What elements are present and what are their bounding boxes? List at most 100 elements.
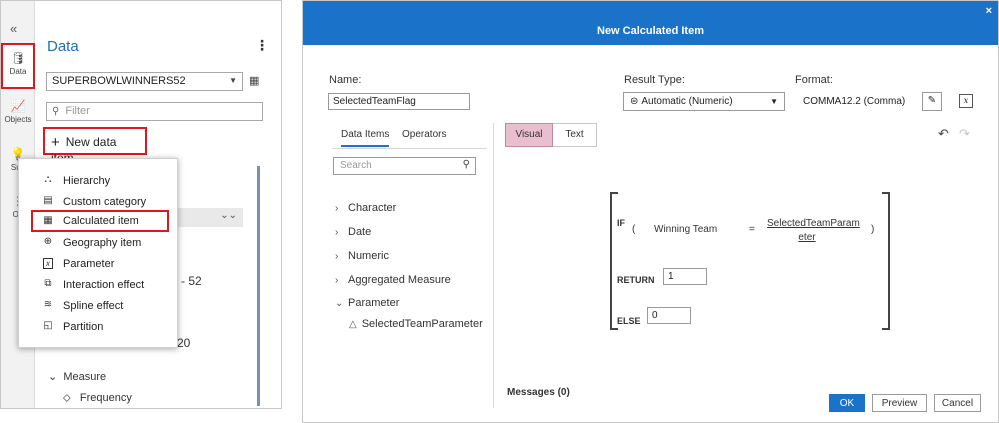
chevron-down-icon: ⌄ (48, 371, 58, 383)
new-data-item-menu: ⛬ Hierarchy ▤ Custom category ▦ Calculat… (18, 158, 178, 348)
chevron-down-icon: ⌄ (335, 298, 344, 309)
return-keyword: RETURN (617, 275, 655, 285)
datasource-options-icon[interactable]: ▦ (249, 75, 260, 87)
kebab-menu-icon[interactable]: ⋮ (255, 37, 269, 53)
filter-input[interactable]: ⚲ Filter (46, 102, 263, 121)
chevron-down-icon: ▼ (770, 97, 778, 106)
menu-item-partition[interactable]: ◱ Partition (19, 317, 179, 337)
menu-item-custom-category[interactable]: ▤ Custom category (19, 192, 179, 212)
new-calculated-item-dialog: New Calculated Item × Name: SelectedTeam… (302, 0, 999, 423)
search-input[interactable]: Search ⚲ (333, 157, 476, 175)
tree-item-label: Date (348, 226, 372, 238)
lightbulb-icon: 💡 (10, 147, 26, 161)
hierarchy-icon: ⛬ (44, 174, 52, 185)
chart-icon: 📈 (10, 99, 26, 113)
else-value-input[interactable]: 0 (647, 307, 691, 324)
tab-visual[interactable]: Visual (505, 123, 553, 147)
right-operand[interactable]: SelectedTeamParam eter (767, 217, 860, 245)
panel-title: Data (47, 38, 79, 55)
parameter-icon: x (43, 258, 53, 269)
equals-operator[interactable]: = (749, 224, 755, 235)
collapse-icon[interactable]: « (10, 21, 18, 36)
parameter-icon: △ (349, 319, 357, 330)
globe-icon: ⊕ (43, 236, 53, 247)
scrollbar[interactable] (257, 166, 260, 406)
close-paren: ) (871, 224, 875, 235)
tab-data-items[interactable]: Data Items (341, 129, 390, 147)
tree-item-date[interactable]: › Date (335, 226, 371, 238)
interaction-effect-icon: ⧉ (44, 278, 52, 289)
chevron-right-icon: › (335, 227, 339, 238)
calculator-icon: ▦ (43, 215, 53, 226)
menu-item-parameter[interactable]: x Parameter (19, 254, 179, 274)
name-input[interactable]: SelectedTeamFlag (328, 93, 470, 110)
tree-item-label: Parameter (348, 297, 400, 309)
tree-item-label: Numeric (348, 250, 389, 262)
result-type-value: Automatic (Numeric) (641, 96, 733, 107)
chevron-double-down-icon: ⌄⌄ (220, 210, 237, 221)
filter-placeholder: Filter (65, 105, 90, 117)
rail-item-label: Ou (13, 210, 24, 219)
data-pane: « 🛢 Data 📈 Objects 💡 Sug ⋮ Ou Data ⋮ SUP… (0, 0, 282, 409)
measure-group[interactable]: ⌄ Measure (48, 370, 106, 383)
rail-item-label: Data (9, 67, 27, 76)
datasource-select[interactable]: SUPERBOWLWINNERS52 ▼ (46, 72, 243, 91)
panel-divider (493, 123, 494, 408)
frequency-item[interactable]: ⬦ Frequency (63, 392, 132, 405)
result-type-label: Result Type: (624, 74, 685, 86)
return-value-input[interactable]: 1 (663, 268, 707, 285)
tree-item-label: Aggregated Measure (348, 274, 451, 286)
edit-format-button[interactable]: ✎ (922, 92, 942, 111)
result-type-select[interactable]: ⊜Automatic (Numeric) ▼ (623, 92, 785, 111)
menu-item-hierarchy[interactable]: ⛬ Hierarchy (19, 171, 179, 191)
menu-item-interaction-effect[interactable]: ⧉ Interaction effect (19, 275, 179, 295)
rail-item-data[interactable]: 🛢 Data (1, 43, 35, 89)
tree-item-numeric[interactable]: › Numeric (335, 250, 389, 262)
menu-item-label: Interaction effect (63, 279, 145, 291)
menu-item-spline-effect[interactable]: ≋ Spline effect (19, 296, 179, 316)
ok-button[interactable]: OK (829, 394, 865, 412)
rail-item-label: Sug (11, 163, 25, 172)
menu-item-geography-item[interactable]: ⊕ Geography item (19, 233, 179, 253)
expression-bracket-left (610, 192, 618, 330)
preview-button[interactable]: Preview (872, 394, 927, 412)
left-operand[interactable]: Winning Team (654, 224, 718, 235)
new-data-item-button[interactable]: +New data item (43, 127, 147, 165)
tree-item-selected-team-parameter[interactable]: △SelectedTeamParameter (349, 318, 483, 330)
rail-item-objects[interactable]: 📈 Objects (1, 99, 35, 124)
partition-icon: ◱ (43, 320, 53, 331)
right-operand-line-2: eter (798, 232, 816, 243)
numeric-type-icon: ⊜ (630, 96, 639, 107)
tree-item-aggregated-measure[interactable]: ›Aggregated Measure (335, 274, 451, 286)
messages-label[interactable]: Messages (0) (507, 387, 570, 398)
if-keyword: IF (617, 218, 625, 228)
plus-icon: + (51, 134, 60, 151)
menu-item-label: Geography item (63, 237, 142, 249)
measure-tag-icon: ⬦ (63, 392, 71, 404)
close-icon[interactable]: × (985, 5, 992, 17)
search-icon: ⚲ (52, 106, 60, 117)
redo-icon[interactable]: ↷ (959, 126, 970, 141)
tree-item-character[interactable]: ›Character (335, 202, 396, 214)
rail-item-suggestions[interactable]: 💡 Sug (1, 147, 35, 172)
background-text: 20 (177, 336, 191, 350)
chevron-right-icon: › (335, 203, 339, 214)
chevron-down-icon: ▼ (229, 76, 237, 85)
menu-item-label: Custom category (63, 196, 147, 208)
menu-item-label: Hierarchy (63, 175, 111, 187)
chevron-right-icon: › (335, 251, 339, 262)
menu-item-label: Spline effect (63, 300, 124, 312)
datasource-value: SUPERBOWLWINNERS52 (52, 75, 186, 87)
tab-text[interactable]: Text (553, 123, 597, 147)
search-placeholder: Search (340, 160, 372, 171)
tab-operators[interactable]: Operators (402, 129, 447, 140)
menu-item-calculated-item[interactable]: ▦ Calculated item (31, 210, 169, 232)
name-label: Name: (329, 74, 362, 86)
open-paren: ( (632, 224, 636, 235)
undo-icon[interactable]: ↶ (938, 126, 949, 141)
cancel-button[interactable]: Cancel (934, 394, 981, 412)
expression-bracket-right (882, 192, 890, 330)
parameter-insert-icon[interactable]: x (959, 94, 973, 108)
background-text: - 52 (181, 274, 202, 288)
tree-item-parameter[interactable]: ⌄ Parameter (335, 297, 399, 309)
